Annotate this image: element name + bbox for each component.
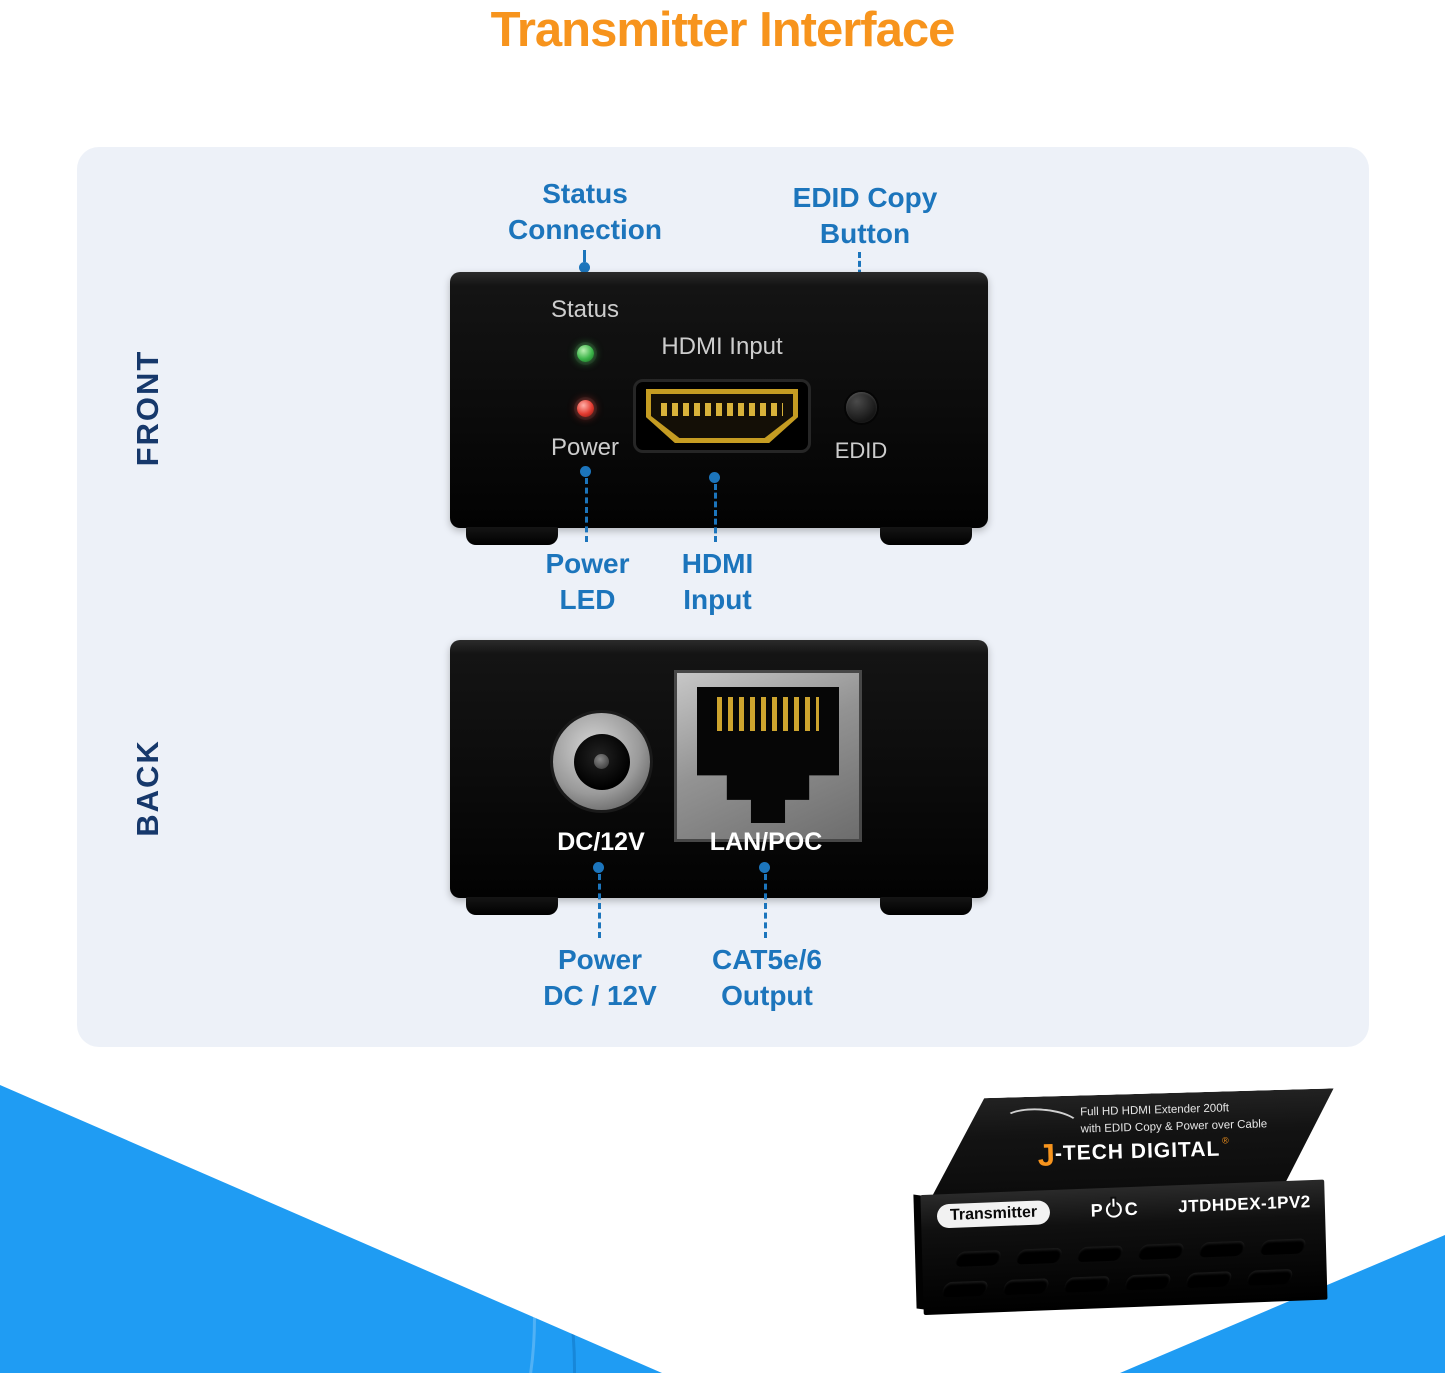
rj45-port — [697, 687, 839, 823]
dc-jack-pin — [594, 754, 609, 769]
vent-slot — [1001, 1278, 1051, 1296]
vent-slot — [1014, 1247, 1064, 1265]
vent-slot — [1136, 1242, 1186, 1260]
front-device: Status Power HDMI Input EDID — [450, 272, 988, 545]
product-render: Full HD HDMI Extender 200ft with EDID Co… — [902, 1082, 1369, 1345]
hdmi-port — [633, 379, 811, 453]
callout-dot-power-dc — [593, 862, 604, 873]
product-top-face: Full HD HDMI Extender 200ft with EDID Co… — [930, 1088, 1337, 1195]
callout-dot-cat-output — [759, 862, 770, 873]
callout-power-dc-line2: DC / 12V — [543, 980, 657, 1012]
dashed-line-status — [583, 250, 586, 262]
device-foot — [466, 897, 558, 915]
vent-slot — [1123, 1273, 1173, 1291]
callout-edid-line1: EDID Copy — [792, 182, 938, 213]
hdmi-connector — [646, 389, 798, 443]
status-led-label: Status — [550, 296, 620, 323]
callout-power-led-line2: LED — [559, 584, 616, 616]
dashed-line-hdmi-input — [714, 484, 717, 542]
back-section-label: BACK — [130, 739, 165, 837]
callout-power-dc-line1: Power — [557, 944, 643, 975]
dc-power-jack — [553, 713, 650, 810]
vent-slot — [953, 1249, 1003, 1267]
hdmi-input-label: HDMI Input — [661, 333, 783, 360]
hdmi-pins — [661, 403, 783, 416]
vent-slot — [1062, 1275, 1112, 1293]
edid-button-label: EDID — [834, 438, 888, 463]
poc-letter-p: P — [1090, 1199, 1103, 1221]
edid-button — [846, 392, 877, 423]
dashed-line-power-dc — [598, 874, 601, 938]
power-icon — [1105, 1201, 1122, 1218]
model-number: JTDHDEX-1PV2 — [1177, 1192, 1312, 1217]
callout-power-led: Power LED — [500, 546, 675, 619]
vent-slot — [1075, 1245, 1125, 1263]
curve-line-icon — [1001, 1106, 1081, 1142]
callout-hdmi-input: HDMI Input — [630, 546, 805, 619]
poc-letter-c: C — [1124, 1198, 1138, 1219]
jtech-logo-icon: J — [1037, 1137, 1056, 1173]
status-led — [577, 345, 594, 362]
rj45-pins — [716, 696, 820, 731]
callout-dot-hdmi-input — [709, 472, 720, 483]
vent-slot — [1245, 1268, 1295, 1286]
brand-text: -TECH DIGITAL — [1054, 1137, 1221, 1166]
callout-dot-status — [579, 262, 590, 273]
dashed-line-power-led — [585, 478, 588, 542]
callout-status-connection: Status Connection — [455, 176, 715, 249]
vent-slot — [1184, 1271, 1234, 1289]
callout-cat-line2: Output — [721, 980, 813, 1012]
callout-dot-power-led — [580, 466, 591, 477]
brand-logo: J -TECH DIGITAL ® — [931, 1134, 1336, 1176]
transmitter-badge: Transmitter — [936, 1200, 1051, 1229]
vent-slot — [1197, 1240, 1247, 1258]
callout-status-line1: Status — [542, 178, 628, 209]
device-foot — [466, 527, 558, 545]
dashed-line-cat-output — [764, 874, 767, 938]
callout-power-led-line1: Power — [545, 548, 630, 579]
callout-status-line2: Connection — [508, 214, 662, 246]
callout-power-dc: Power DC / 12V — [505, 942, 695, 1015]
callout-edid-line2: Button — [819, 218, 911, 250]
hdmi-connector-inner — [651, 394, 793, 438]
rj45-port-label: LAN/POC — [709, 828, 823, 856]
callout-edid-copy-button: EDID Copy Button — [750, 180, 980, 253]
power-led-label: Power — [550, 434, 620, 461]
callout-hdmi-line1: HDMI — [681, 548, 754, 579]
device-foot — [880, 527, 972, 545]
dc-jack-label: DC/12V — [557, 828, 645, 856]
rj45-port-bezel — [674, 670, 862, 842]
device-foot — [880, 897, 972, 915]
vent-row — [953, 1238, 1308, 1267]
callout-hdmi-line2: Input — [683, 584, 752, 616]
dc-jack-hole — [573, 733, 630, 790]
back-device: DC/12V LAN/POC — [450, 640, 988, 915]
page-title: Transmitter Interface — [490, 3, 956, 57]
product-top-text: Full HD HDMI Extender 200ft with EDID Co… — [1080, 1099, 1267, 1138]
vent-slot — [940, 1280, 990, 1298]
blue-corner-shape-left — [0, 1085, 662, 1373]
vent-slot — [1258, 1238, 1308, 1256]
power-led — [577, 400, 594, 417]
vent-row — [940, 1268, 1295, 1298]
front-section-label: FRONT — [130, 349, 165, 467]
registered-mark: ® — [1221, 1135, 1229, 1146]
callout-cat-output: CAT5e/6 Output — [672, 942, 862, 1015]
callout-cat-line1: CAT5e/6 — [712, 944, 822, 975]
